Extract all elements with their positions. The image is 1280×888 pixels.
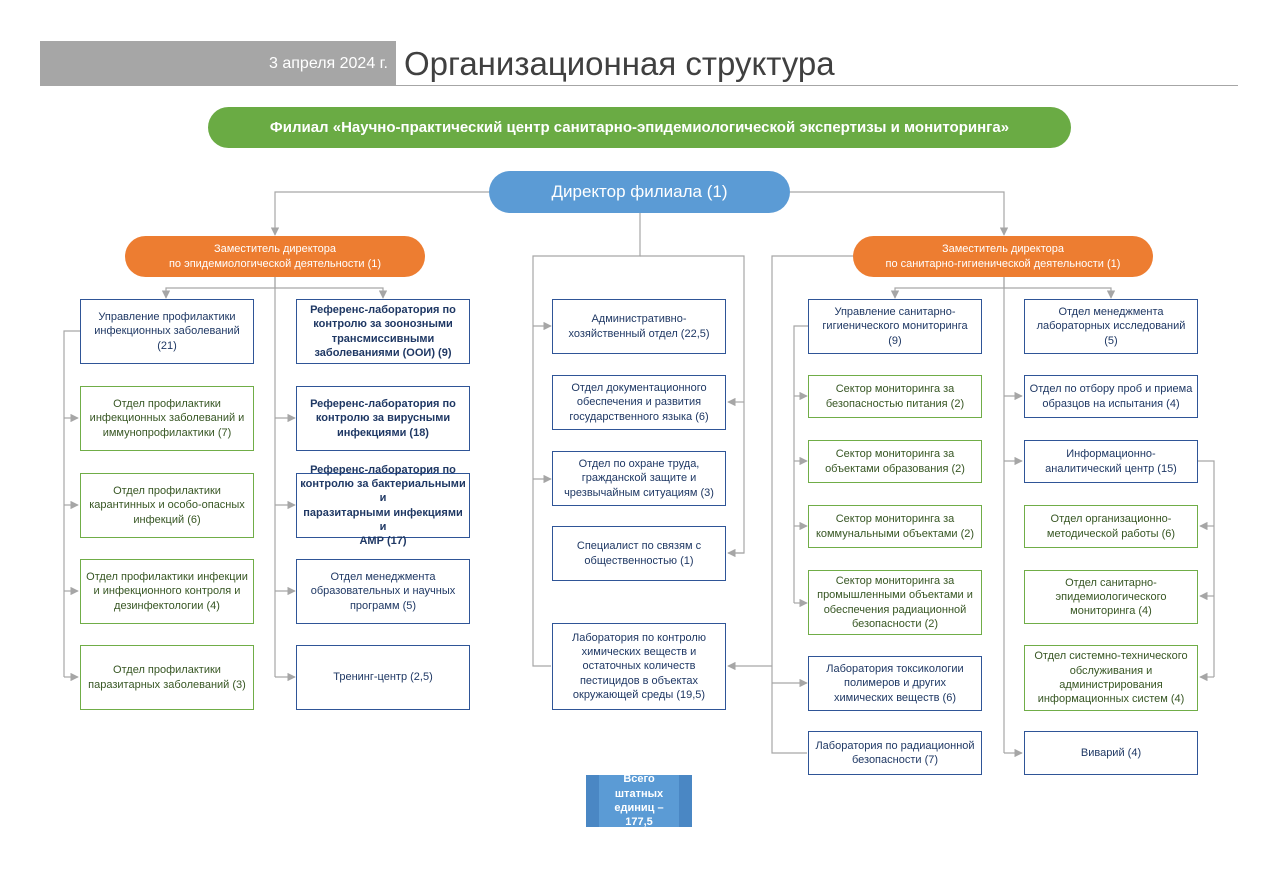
sanitary-epidemiological-monitoring-dept-node: Отдел санитарно- эпидемиологического мон…: [1024, 570, 1198, 624]
labor-safety-dept-node: Отдел по охране труда, гражданской защит…: [552, 451, 726, 506]
it-systems-dept-node: Отдел системно-технического обслуживания…: [1024, 645, 1198, 711]
page-title: Организационная структура: [404, 44, 835, 82]
infection-control-dept-node: Отдел профилактики инфекции и инфекционн…: [80, 559, 254, 624]
info-analytical-center-node: Информационно- аналитический центр (15): [1024, 440, 1198, 483]
polymer-toxicology-lab-node: Лаборатория токсикологии полимеров и дру…: [808, 656, 982, 711]
director-node: Директор филиала (1): [489, 171, 790, 213]
public-relations-specialist-node: Специалист по связям с общественностью (…: [552, 526, 726, 581]
reference-lab-zoonotic-node: Референс-лаборатория по контролю за зоон…: [296, 299, 470, 364]
sampling-dept-node: Отдел по отбору проб и приема образцов н…: [1024, 375, 1198, 418]
reference-lab-bacterial-node: Референс-лаборатория по контролю за бакт…: [296, 464, 470, 547]
radiation-safety-lab-node: Лаборатория по радиационной безопасности…: [808, 731, 982, 775]
infection-immunoprophylaxis-dept-node: Отдел профилактики инфекционных заболева…: [80, 386, 254, 451]
education-programs-dept-node: Отдел менеджмента образовательных и науч…: [296, 559, 470, 624]
documentation-language-dept-node: Отдел документационного обеспечения и ра…: [552, 375, 726, 430]
chemical-pesticides-lab-node: Лаборатория по контролю химических вещес…: [552, 623, 726, 710]
date-band: 3 апреля 2024 г.: [40, 41, 396, 86]
communal-objects-sector-node: Сектор мониторинга за коммунальными объе…: [808, 505, 982, 548]
admin-household-dept-node: Административно- хозяйственный отдел (22…: [552, 299, 726, 354]
infection-prevention-management-node: Управление профилактики инфекционных заб…: [80, 299, 254, 364]
food-safety-sector-node: Сектор мониторинга за безопасностью пита…: [808, 375, 982, 418]
title-underline: [396, 85, 1238, 86]
industrial-radiation-sector-node: Сектор мониторинга за промышленными объе…: [808, 570, 982, 635]
deputy-epidemiology-node: Заместитель директора по эпидемиологичес…: [125, 236, 425, 277]
deputy-sanitary-node: Заместитель директора по санитарно-гигие…: [853, 236, 1153, 277]
parasitic-diseases-dept-node: Отдел профилактики паразитарных заболева…: [80, 645, 254, 710]
training-center-node: Тренинг-центр (2,5): [296, 645, 470, 710]
sanitary-monitoring-management-node: Управление санитарно- гигиенического мон…: [808, 299, 982, 354]
branch-node: Филиал «Научно-практический центр санита…: [208, 107, 1071, 148]
organizational-methodical-dept-node: Отдел организационно- методической работ…: [1024, 505, 1198, 548]
lab-research-management-dept-node: Отдел менеджмента лабораторных исследова…: [1024, 299, 1198, 354]
vivarium-node: Виварий (4): [1024, 731, 1198, 775]
reference-lab-viral-node: Референс-лаборатория по контролю за виру…: [296, 386, 470, 451]
total-staff-badge: Всего штатных единиц – 177,5: [586, 773, 692, 828]
education-objects-sector-node: Сектор мониторинга за объектами образова…: [808, 440, 982, 483]
date-label: 3 апреля 2024 г.: [269, 54, 388, 72]
quarantine-infections-dept-node: Отдел профилактики карантинных и особо-о…: [80, 473, 254, 538]
